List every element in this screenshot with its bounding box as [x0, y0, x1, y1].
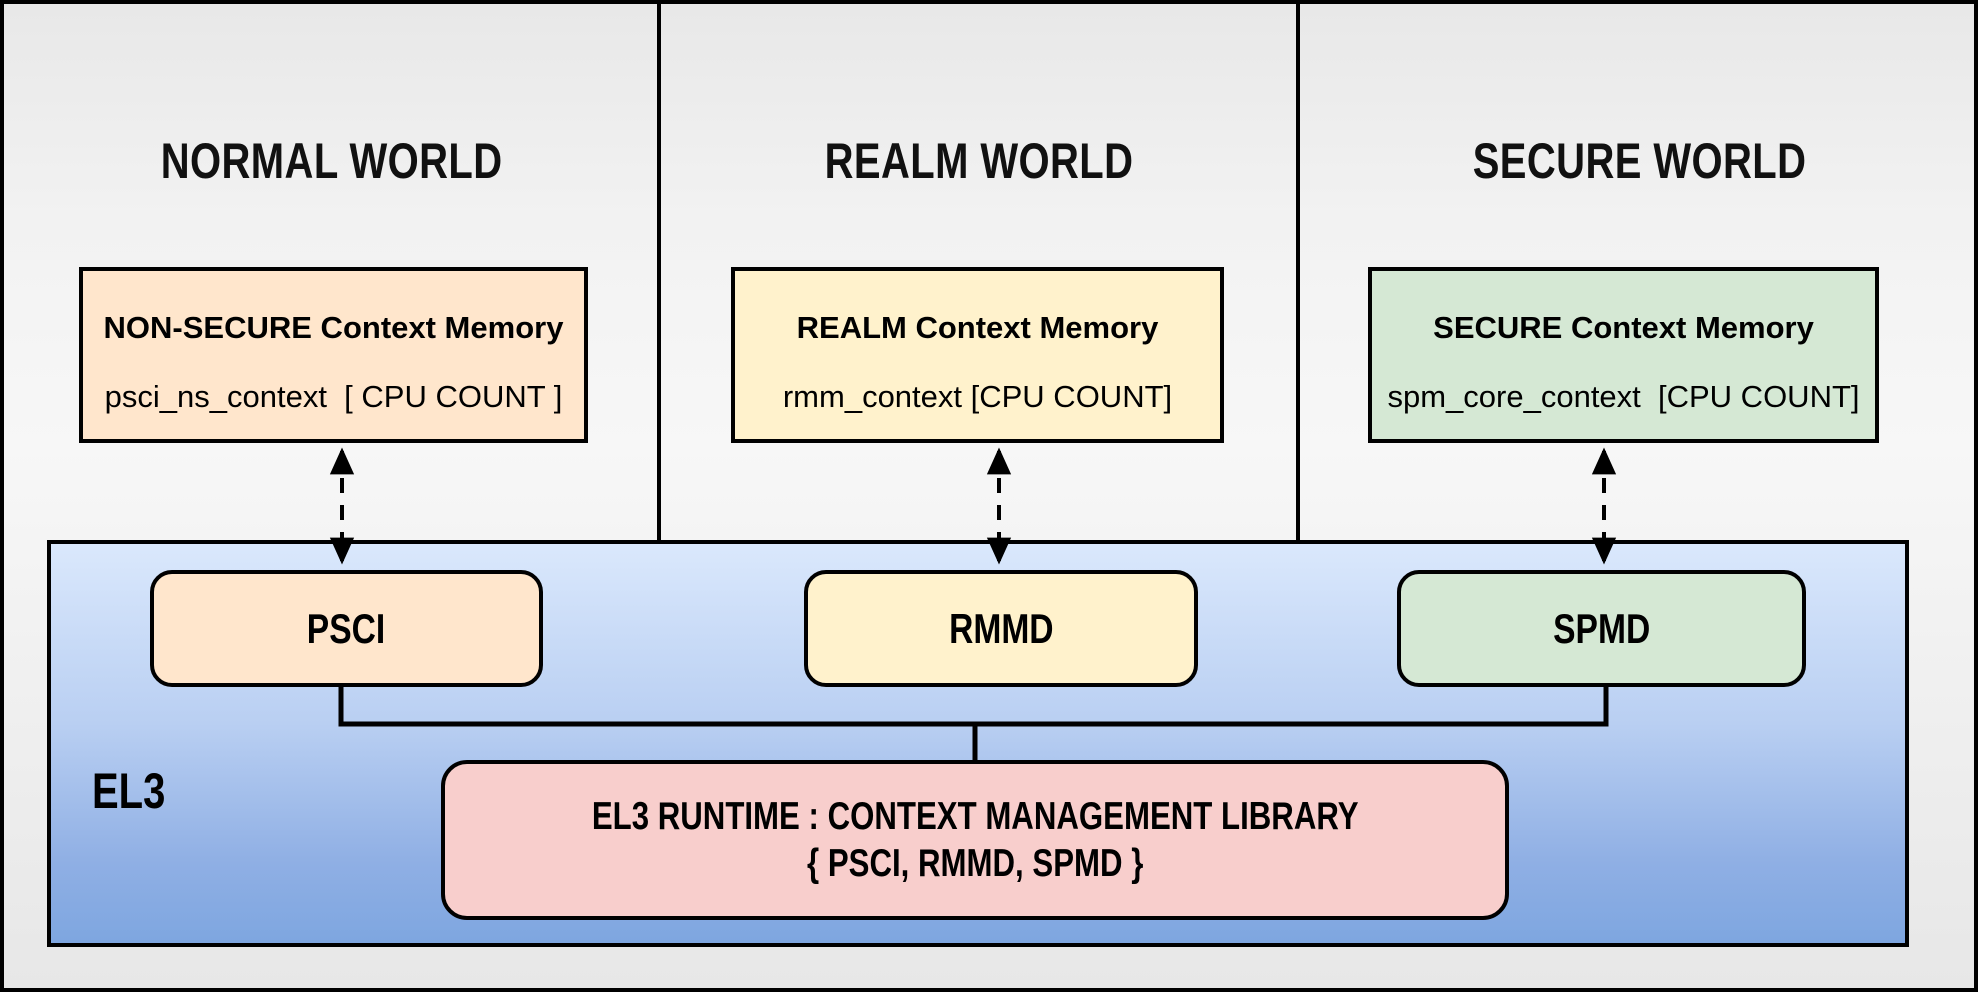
secure-world-title-text: SECURE WORLD [1473, 133, 1807, 189]
secure-context-memory-array: spm_core_context [CPU COUNT] [1387, 378, 1860, 414]
el3-runtime-library-members: { PSCI, RMMD, SPMD } [806, 842, 1144, 885]
spmd-box-label: SPMD [1552, 604, 1651, 652]
el3-runtime-library-box: EL3 RUNTIME : CONTEXT MANAGEMENT LIBRARY… [441, 760, 1509, 920]
secure-context-memory-box: SECURE Context Memory spm_core_context [… [1368, 267, 1879, 443]
psci-box: PSCI [150, 570, 543, 687]
secure-world-title: SECURE WORLD [1298, 132, 1974, 190]
realm-context-memory-array: rmm_context [CPU COUNT] [782, 378, 1173, 414]
psci-box-label: PSCI [307, 604, 386, 652]
nonsecure-context-memory-box: NON-SECURE Context Memory psci_ns_contex… [79, 267, 588, 443]
panel-divider-normal-realm [657, 4, 661, 542]
nonsecure-context-memory-array: psci_ns_context [ CPU COUNT ] [104, 378, 563, 414]
normal-world-title: NORMAL WORLD [4, 132, 659, 190]
el3-runtime-library-title: EL3 RUNTIME : CONTEXT MANAGEMENT LIBRARY [591, 795, 1359, 838]
spmd-box: SPMD [1397, 570, 1806, 687]
realm-world-title: REALM WORLD [659, 132, 1298, 190]
el3-label: EL3 [92, 762, 184, 820]
el3-label-text: EL3 [92, 763, 166, 819]
rmmd-box-label: RMMD [948, 604, 1054, 652]
nonsecure-context-memory-title: NON-SECURE Context Memory [103, 309, 564, 345]
rmmd-box: RMMD [804, 570, 1198, 687]
realm-context-memory-box: REALM Context Memory rmm_context [CPU CO… [731, 267, 1224, 443]
realm-context-memory-title: REALM Context Memory [796, 309, 1159, 345]
realm-world-title-text: REALM WORLD [824, 133, 1133, 189]
normal-world-title-text: NORMAL WORLD [160, 133, 503, 189]
panel-divider-realm-secure [1296, 4, 1300, 542]
secure-context-memory-title: SECURE Context Memory [1433, 309, 1814, 345]
